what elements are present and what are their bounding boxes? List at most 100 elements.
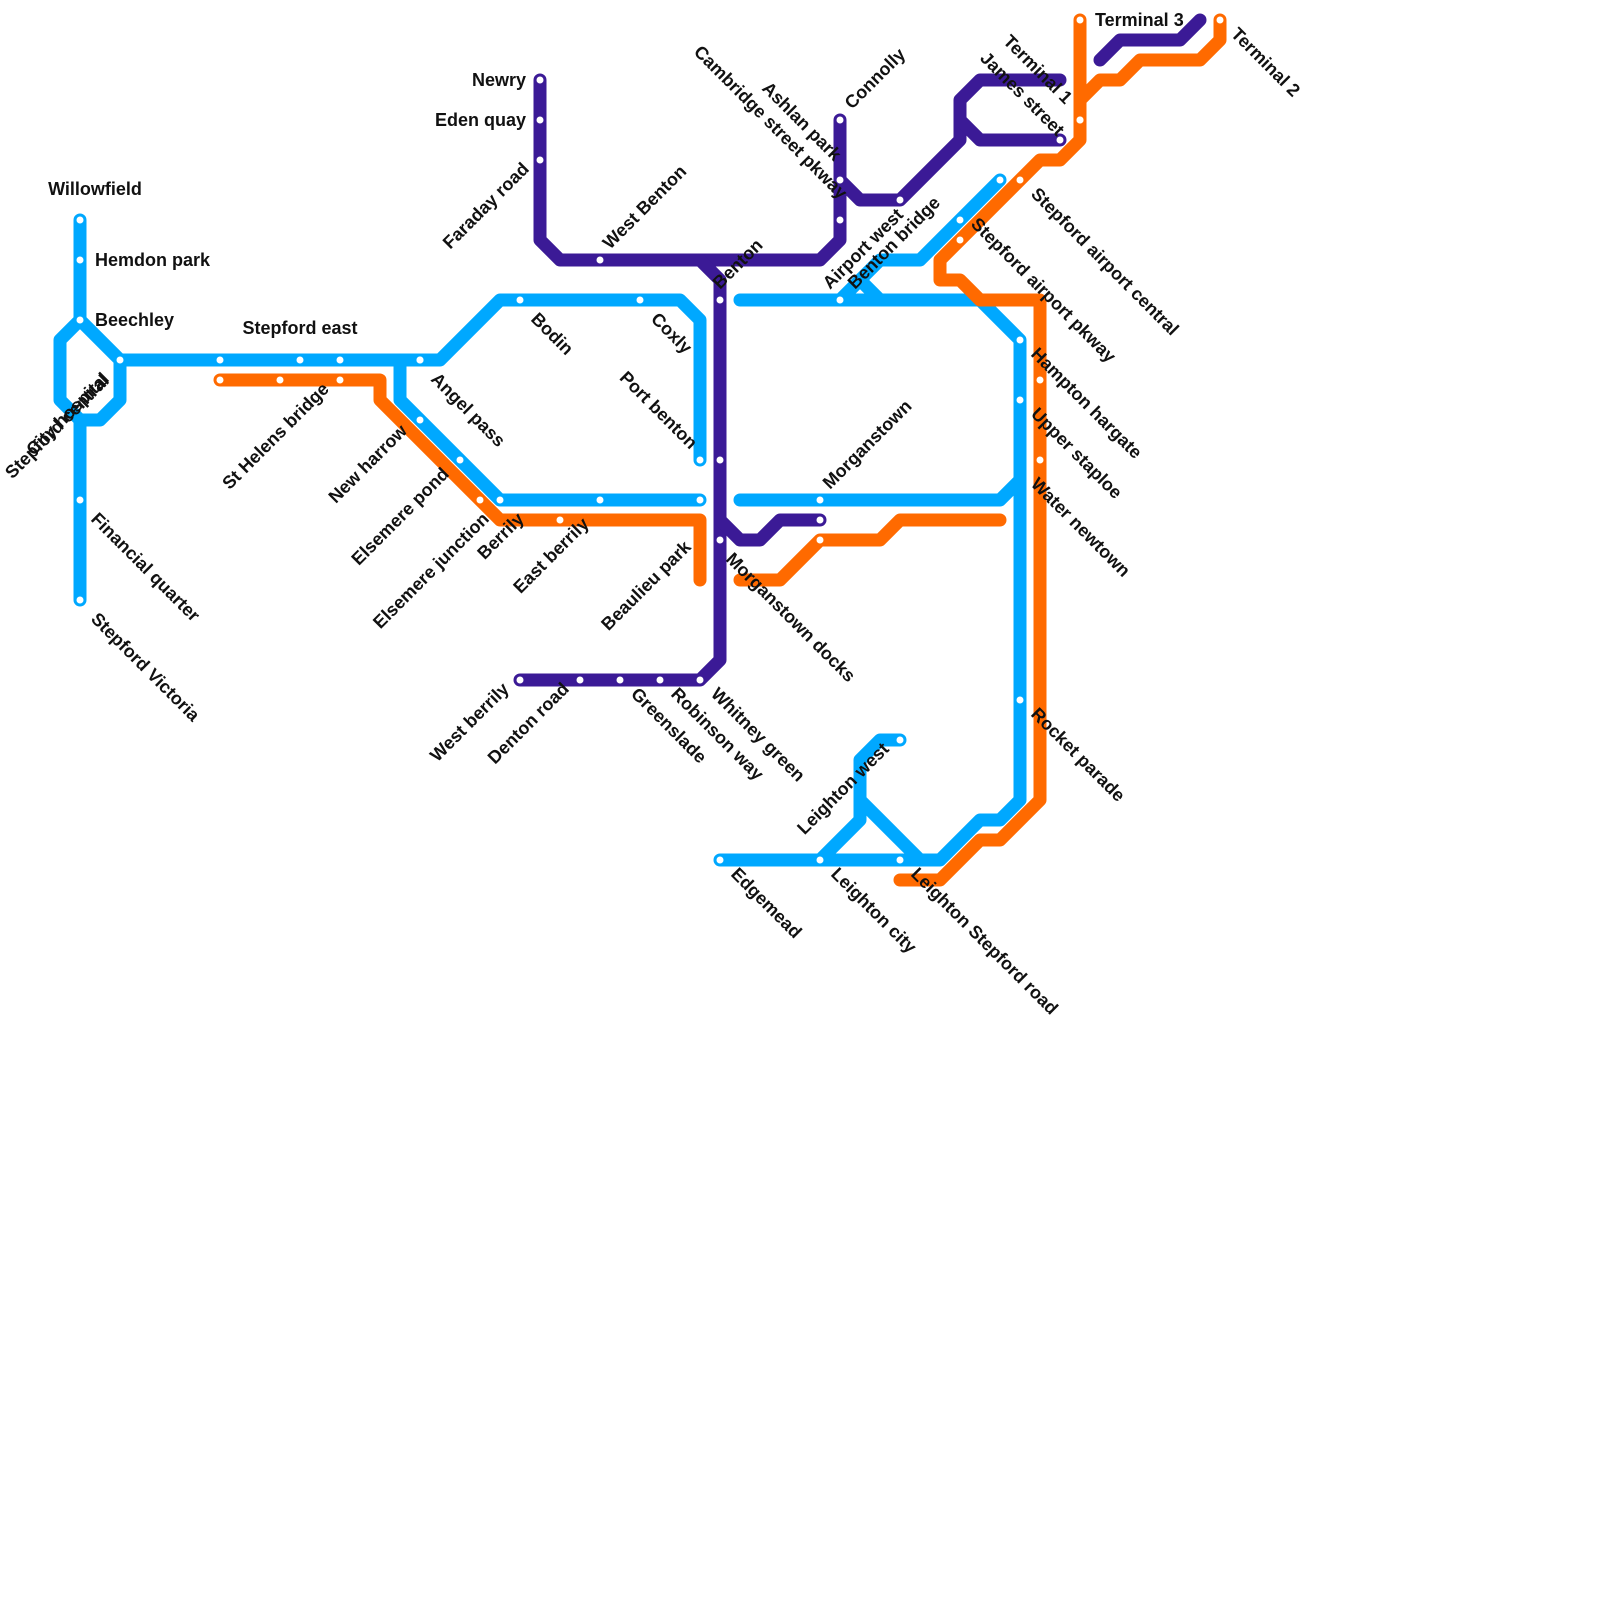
station-dot-leighton-city[interactable] <box>816 856 824 864</box>
station-dot-leighton-stepford-road[interactable] <box>896 856 904 864</box>
light-blue-route-east-lower <box>733 473 1027 507</box>
station-dot-greenslade[interactable] <box>616 676 624 684</box>
orange-route-west <box>213 373 707 587</box>
orange-route-morganstown <box>733 513 1007 587</box>
station-dot-terminal-3[interactable] <box>1076 16 1084 24</box>
station-label-terminal-3[interactable]: Terminal 3 <box>1095 10 1184 30</box>
station-label-financial-quarter[interactable]: Financial quarter <box>87 509 204 626</box>
station-dot-willowfield[interactable] <box>76 216 84 224</box>
station-dot-beechley[interactable] <box>76 316 84 324</box>
station-dot-denton-road[interactable] <box>576 676 584 684</box>
station-dot-stepford-airport-central[interactable] <box>1016 176 1024 184</box>
station-dot-new-harrow[interactable] <box>416 416 424 424</box>
station-dot-west-berrily[interactable] <box>516 676 524 684</box>
station-dot-coxly[interactable] <box>636 296 644 304</box>
station-dot-unlabeled-6[interactable] <box>696 296 704 304</box>
station-dot-unlabeled-8[interactable] <box>716 456 724 464</box>
purple-route-trunk <box>513 253 727 687</box>
station-dot-beaulieu-park[interactable] <box>716 536 724 544</box>
orange-route-terminals <box>1073 13 1227 107</box>
station-dot-morganstown-docks[interactable] <box>816 536 824 544</box>
station-dot-hemdon-park[interactable] <box>76 256 84 264</box>
station-dot-west-benton[interactable] <box>596 256 604 264</box>
station-dot-hampton-hargate[interactable] <box>1016 336 1024 344</box>
station-dot-east-berrily[interactable] <box>556 516 564 524</box>
station-dot-airport-west[interactable] <box>836 296 844 304</box>
light-blue-route-main <box>113 293 707 467</box>
station-dot-water-newtown[interactable] <box>1036 456 1044 464</box>
station-label-beaulieu-park[interactable]: Beaulieu park <box>597 536 695 634</box>
station-dot-stepford-victoria[interactable] <box>76 596 84 604</box>
station-dot-edgemead[interactable] <box>716 856 724 864</box>
station-dot-stepford-central[interactable] <box>116 356 124 364</box>
orange-route-east <box>893 93 1087 887</box>
station-label-eden-quay[interactable]: Eden quay <box>435 110 526 130</box>
station-label-morganstown[interactable]: Morganstown <box>819 396 916 493</box>
station-dot-unlabeled-4[interactable] <box>416 356 424 364</box>
station-dot-whitney-green[interactable] <box>696 676 704 684</box>
station-label-stepford-airport-central[interactable]: Stepford airport central <box>1027 184 1183 340</box>
station-dot-rocket-parade[interactable] <box>1016 696 1024 704</box>
station-label-edgemead[interactable]: Edgemead <box>727 864 806 943</box>
station-dot-elsemere-junction[interactable] <box>476 496 484 504</box>
station-dot-berrily[interactable] <box>496 496 504 504</box>
station-label-bodin[interactable]: Bodin <box>527 309 577 359</box>
station-dot-leighton-west[interactable] <box>896 736 904 744</box>
station-label-leighton-stepford-road[interactable]: Leighton Stepford road <box>907 864 1062 1019</box>
station-dot-unlabeled-9[interactable] <box>956 216 964 224</box>
station-dot-morganstown[interactable] <box>816 496 824 504</box>
station-dot-eden-quay[interactable] <box>536 116 544 124</box>
station-dot-unlabeled-14[interactable] <box>996 176 1004 184</box>
station-dot-st-helens-bridge[interactable] <box>276 376 284 384</box>
station-dot-unlabeled-5[interactable] <box>596 496 604 504</box>
purple-route-terminal-3 <box>1093 13 1207 67</box>
station-dot-benton[interactable] <box>716 296 724 304</box>
station-dot-newry[interactable] <box>536 76 544 84</box>
station-layer <box>76 16 1224 864</box>
station-dot-faraday-road[interactable] <box>536 156 544 164</box>
light-blue-route-loop <box>73 313 127 427</box>
station-dot-unlabeled-10[interactable] <box>996 456 1004 464</box>
station-dot-upper-staploe[interactable] <box>1016 396 1024 404</box>
station-dot-stepford-east[interactable] <box>296 356 304 364</box>
light-blue-route-leighton-link <box>853 793 927 867</box>
station-dot-james-street[interactable] <box>1056 136 1064 144</box>
station-dot-robinson-way[interactable] <box>656 676 664 684</box>
station-label-cambridge-street-pkway[interactable]: Cambridge street pkway <box>690 42 851 203</box>
station-dot-unlabeled-13[interactable] <box>1076 116 1084 124</box>
station-dot-elsemere-pond[interactable] <box>456 456 464 464</box>
station-label-beechley[interactable]: Beechley <box>95 310 174 330</box>
station-label-west-benton[interactable]: West Benton <box>599 161 691 253</box>
station-dot-port-benton[interactable] <box>696 456 704 464</box>
light-blue-route-west <box>53 213 87 607</box>
station-label-terminal-2[interactable]: Terminal 2 <box>1227 24 1304 101</box>
station-dot-terminal-2[interactable] <box>1216 16 1224 24</box>
station-dot-unlabeled-2[interactable] <box>336 376 344 384</box>
station-label-new-harrow[interactable]: New harrow <box>325 420 412 507</box>
station-label-stepford-east[interactable]: Stepford east <box>242 318 357 338</box>
station-label-st-helens-bridge[interactable]: St Helens bridge <box>218 379 333 494</box>
station-label-newry[interactable]: Newry <box>472 70 526 90</box>
station-label-stepford-victoria[interactable]: Stepford Victoria <box>87 609 204 726</box>
station-dot-cambridge-street-pkway[interactable] <box>836 216 844 224</box>
station-dot-stepford-airport-pkway[interactable] <box>956 236 964 244</box>
station-label-faraday-road[interactable]: Faraday road <box>439 159 533 253</box>
station-dot-ashlan-park[interactable] <box>836 176 844 184</box>
station-dot-unlabeled-3[interactable] <box>216 376 224 384</box>
station-dot-financial-quarter[interactable] <box>76 496 84 504</box>
station-label-hemdon-park[interactable]: Hemdon park <box>95 250 211 270</box>
station-dot-unlabeled-11[interactable] <box>1036 376 1044 384</box>
station-dot-benton-bridge[interactable] <box>896 196 904 204</box>
station-dot-unlabeled-0[interactable] <box>216 356 224 364</box>
station-label-connolly[interactable]: Connolly <box>841 44 910 113</box>
purple-route-airport <box>833 73 1067 207</box>
station-dot-unlabeled-12[interactable] <box>816 516 824 524</box>
station-dot-unlabeled-7[interactable] <box>696 496 704 504</box>
station-dot-bodin[interactable] <box>516 296 524 304</box>
station-label-willowfield[interactable]: Willowfield <box>48 179 142 199</box>
station-dot-connolly[interactable] <box>836 116 844 124</box>
station-dot-city-hospital[interactable] <box>96 356 104 364</box>
station-label-port-benton[interactable]: Port benton <box>616 367 702 453</box>
station-dot-unlabeled-1[interactable] <box>336 356 344 364</box>
